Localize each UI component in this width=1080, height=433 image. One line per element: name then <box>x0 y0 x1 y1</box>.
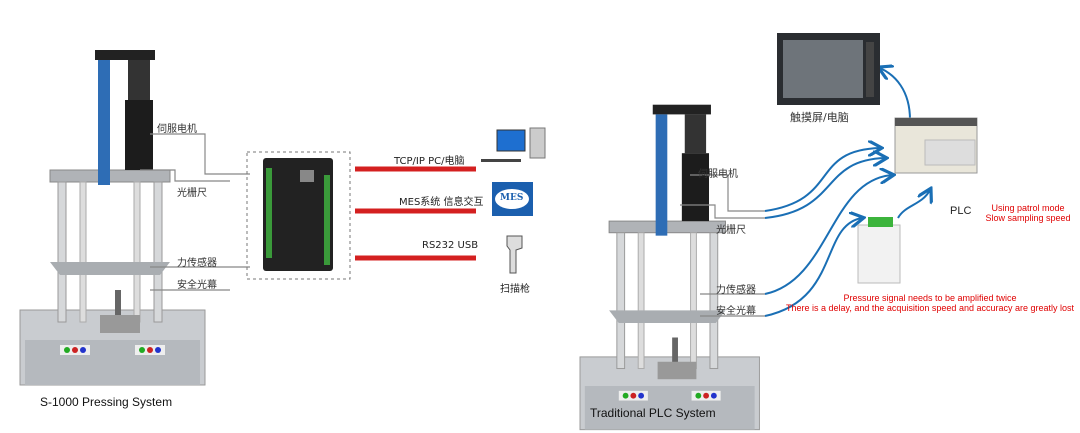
right-label-grating: 光栅尺 <box>716 225 746 236</box>
plc-icon <box>894 117 978 174</box>
left-label-force: 力传感器 <box>177 258 217 269</box>
amplifier-note: Pressure signal needs to be amplified tw… <box>786 293 1074 313</box>
right-label-curtain: 安全光幕 <box>716 306 756 317</box>
scanner-icon <box>506 235 523 274</box>
plc-note: Using patrol mode Slow sampling speed <box>985 203 1071 223</box>
scanner-label: 扫描枪 <box>500 284 530 295</box>
left-label-curtain: 安全光幕 <box>177 280 217 291</box>
signal-arrows <box>764 68 930 317</box>
controller-icon <box>263 158 333 271</box>
mes-logo: MES <box>500 193 524 203</box>
mes-label: MES系统 信息交互 <box>399 197 484 208</box>
right-leader-lines <box>680 174 765 317</box>
mes-icon <box>492 182 533 216</box>
red-links <box>355 166 476 261</box>
touch-screen-icon <box>777 33 880 105</box>
controller-dashed-frame <box>246 151 351 280</box>
right-caption: Traditional PLC System <box>590 406 716 420</box>
pc-icon <box>481 127 546 162</box>
plc-label: PLC <box>950 205 972 217</box>
right-label-servo: 伺服电机 <box>698 169 738 180</box>
amplifier-icon <box>857 217 901 284</box>
left-caption: S-1000 Pressing System <box>40 395 173 409</box>
press-machine-left <box>19 49 206 386</box>
left-label-grating: 光栅尺 <box>177 188 207 199</box>
left-label-servo: 伺服电机 <box>157 124 197 135</box>
left-leader-lines <box>140 133 250 291</box>
tcp-label: TCP/IP PC/电脑 <box>394 156 465 167</box>
right-label-force: 力传感器 <box>716 285 756 296</box>
screen-label: 触摸屏/电脑 <box>790 111 849 124</box>
press-machine-right <box>579 104 760 431</box>
rs232-label: RS232 USB <box>422 240 479 251</box>
